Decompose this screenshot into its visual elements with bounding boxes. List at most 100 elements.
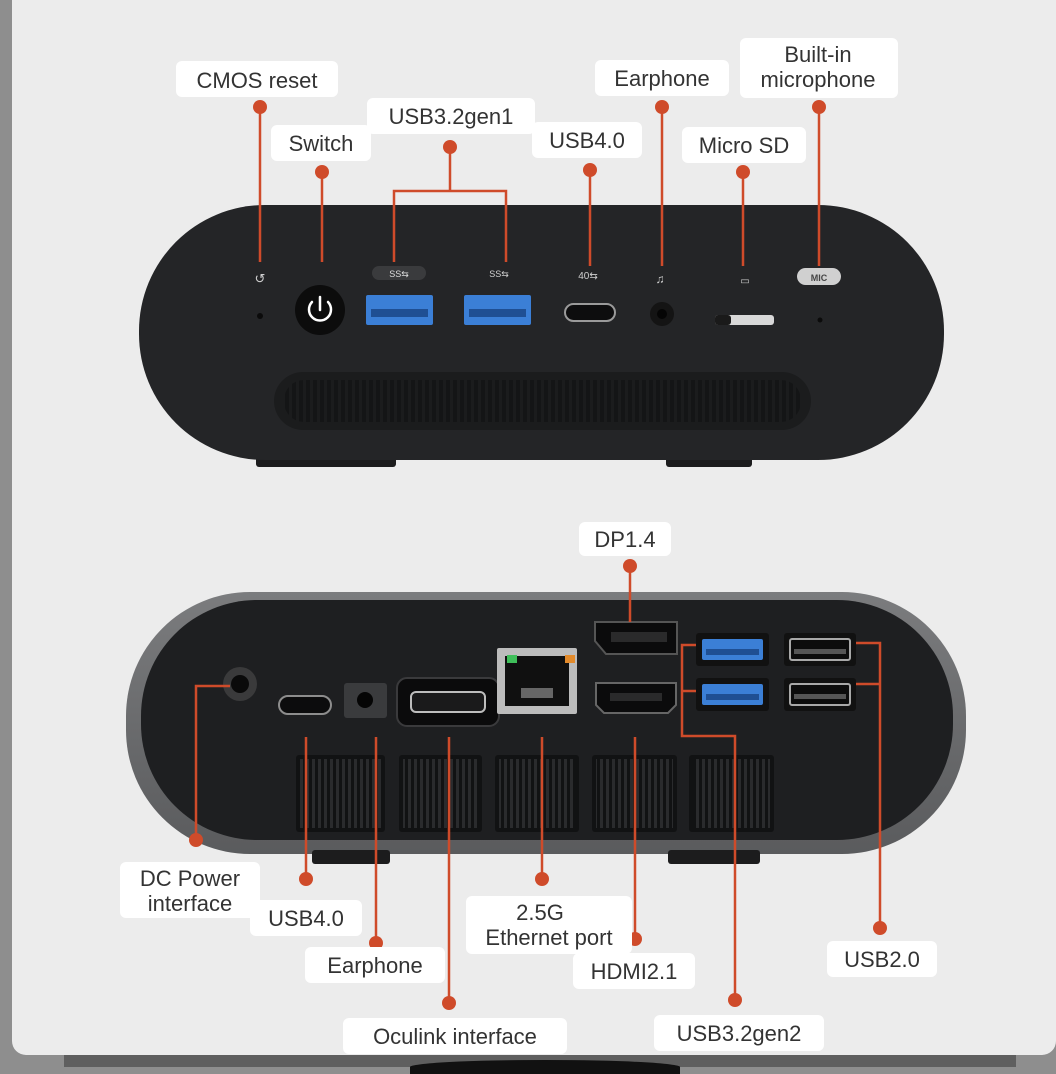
usb40-rear-dot — [299, 872, 313, 886]
usb20-dot — [873, 921, 887, 935]
microsd-dot — [736, 165, 750, 179]
headphone-icon: ♫ — [656, 272, 665, 286]
mic-label-line2: microphone — [761, 67, 876, 92]
rear-earphone-jack[interactable] — [357, 692, 373, 708]
switch-dot — [315, 165, 329, 179]
ethernet-led-orange — [565, 655, 575, 663]
mic-dot — [812, 100, 826, 114]
usb20-label-box — [827, 941, 937, 977]
rear-vents — [296, 755, 774, 832]
diagram-panel: ↺ SS⇆ SS⇆ 40⇆ ♫ ▭ MIC — [12, 0, 1056, 1055]
oculink-label-box — [343, 1018, 567, 1054]
cmos-reset-icon: ↺ — [255, 271, 266, 286]
mic-label-box — [740, 38, 898, 98]
mic-label-line1: Built-in — [784, 42, 851, 67]
usb4-mark: 40⇆ — [578, 271, 598, 282]
mic-badge — [797, 268, 841, 285]
ports-diagram: ↺ SS⇆ SS⇆ 40⇆ ♫ ▭ MIC — [120, 38, 966, 1054]
callout-dots — [189, 100, 887, 1010]
usb40-front-label: USB4.0 — [549, 128, 625, 153]
vent-5-slots — [693, 759, 770, 828]
microsd-icon: ▭ — [740, 276, 749, 287]
usb32gen2-dot — [728, 993, 742, 1007]
switch-label-box — [271, 125, 371, 161]
dp14-dot — [623, 559, 637, 573]
dc-power-label-box — [120, 862, 260, 918]
usb2-port-top-tongue — [794, 649, 846, 654]
dc-power-leader — [194, 684, 230, 840]
usb4-port[interactable] — [564, 303, 616, 322]
earphone-rear-dot — [369, 936, 383, 950]
dp14-label-box — [579, 522, 671, 556]
ss-usb-mark-b: SS⇆ — [489, 269, 509, 279]
microsd-slot-edge — [715, 315, 731, 325]
mic-mark: MIC — [811, 273, 828, 283]
usb20-label: USB2.0 — [844, 947, 920, 972]
usb2-port-bottom-tongue — [794, 694, 846, 699]
oculink-label: Oculink interface — [373, 1024, 537, 1049]
ethernet-led-green — [507, 655, 517, 663]
dc-power-label-line1: DC Power — [140, 866, 240, 891]
dc-power-label-line2: interface — [148, 891, 232, 916]
usb3-gen1-port-a-tongue — [371, 309, 428, 317]
ethernet-label-line1: 2.5G — [516, 900, 564, 925]
earphone-front-label: Earphone — [614, 66, 709, 91]
usb32gen2-leader — [680, 643, 737, 1000]
cmos-reset-dot — [253, 100, 267, 114]
dp14-port-inner — [611, 632, 667, 642]
hdmi21-label: HDMI2.1 — [591, 959, 678, 984]
usb40-front-dot — [583, 163, 597, 177]
rear-usb4-port[interactable] — [278, 695, 332, 715]
front-device: ↺ SS⇆ SS⇆ 40⇆ ♫ ▭ MIC — [139, 205, 944, 467]
callout-lines — [194, 107, 882, 1003]
mic-pinhole — [817, 317, 823, 323]
cmos-reset-pinhole — [257, 313, 263, 319]
usb40-rear-label: USB4.0 — [268, 906, 344, 931]
oculink-port-inner — [410, 691, 486, 713]
hdmi21-label-box — [573, 953, 695, 989]
rear-foot-right — [668, 850, 760, 864]
front-vent-slots — [284, 380, 801, 422]
usb3-gen2-port-top-tongue — [706, 649, 759, 655]
ethernet-label-line2: Ethernet port — [485, 925, 612, 950]
labels: CMOS reset Switch USB3.2gen1 USB4.0 Earp… — [120, 38, 937, 1054]
usb40-rear-label-box — [250, 900, 362, 936]
usb3-gen2-port-bottom-tongue — [706, 694, 759, 700]
ss-usb-mark-a: SS⇆ — [389, 269, 409, 279]
ethernet-port-opening — [505, 656, 569, 706]
power-icon — [307, 295, 333, 322]
rear-device — [126, 592, 966, 864]
rear-foot-left — [312, 850, 390, 864]
ss-usb-badge — [372, 266, 426, 280]
usb3-gen1-port-b-tongue — [469, 309, 526, 317]
dc-power-jack-hole — [231, 675, 249, 693]
ethernet-dot — [535, 872, 549, 886]
usb32gen1-label-box — [367, 98, 535, 134]
cmos-reset-label: CMOS reset — [196, 68, 317, 93]
usb40-front-label-box — [532, 122, 642, 158]
hdmi21-port-inner — [610, 693, 662, 701]
usb32gen2-label-box — [654, 1015, 824, 1051]
earphone-rear-label: Earphone — [327, 953, 422, 978]
earphone-front-label-box — [595, 60, 729, 96]
usb32gen1-dot — [443, 140, 457, 154]
vent-2-slots — [403, 759, 478, 828]
dp14-label: DP1.4 — [594, 527, 655, 552]
ethernet-label-box — [466, 896, 632, 954]
cmos-reset-label-box — [176, 61, 338, 97]
bottom-notch — [410, 1060, 680, 1074]
switch-label: Switch — [289, 131, 354, 156]
microsd-label-box — [682, 127, 806, 163]
usb32gen2-label: USB3.2gen2 — [677, 1021, 802, 1046]
oculink-dot — [442, 996, 456, 1010]
dc-power-dot — [189, 833, 203, 847]
usb32gen1-label: USB3.2gen1 — [389, 104, 514, 129]
earphone-front-dot — [655, 100, 669, 114]
vent-3-slots — [499, 759, 575, 828]
earphone-rear-label-box — [305, 947, 445, 983]
usb20-leader — [856, 641, 882, 928]
vent-1-slots — [300, 759, 381, 828]
ethernet-contacts — [521, 688, 553, 698]
earphone-jack-hole — [657, 309, 667, 319]
microsd-label: Micro SD — [699, 133, 789, 158]
